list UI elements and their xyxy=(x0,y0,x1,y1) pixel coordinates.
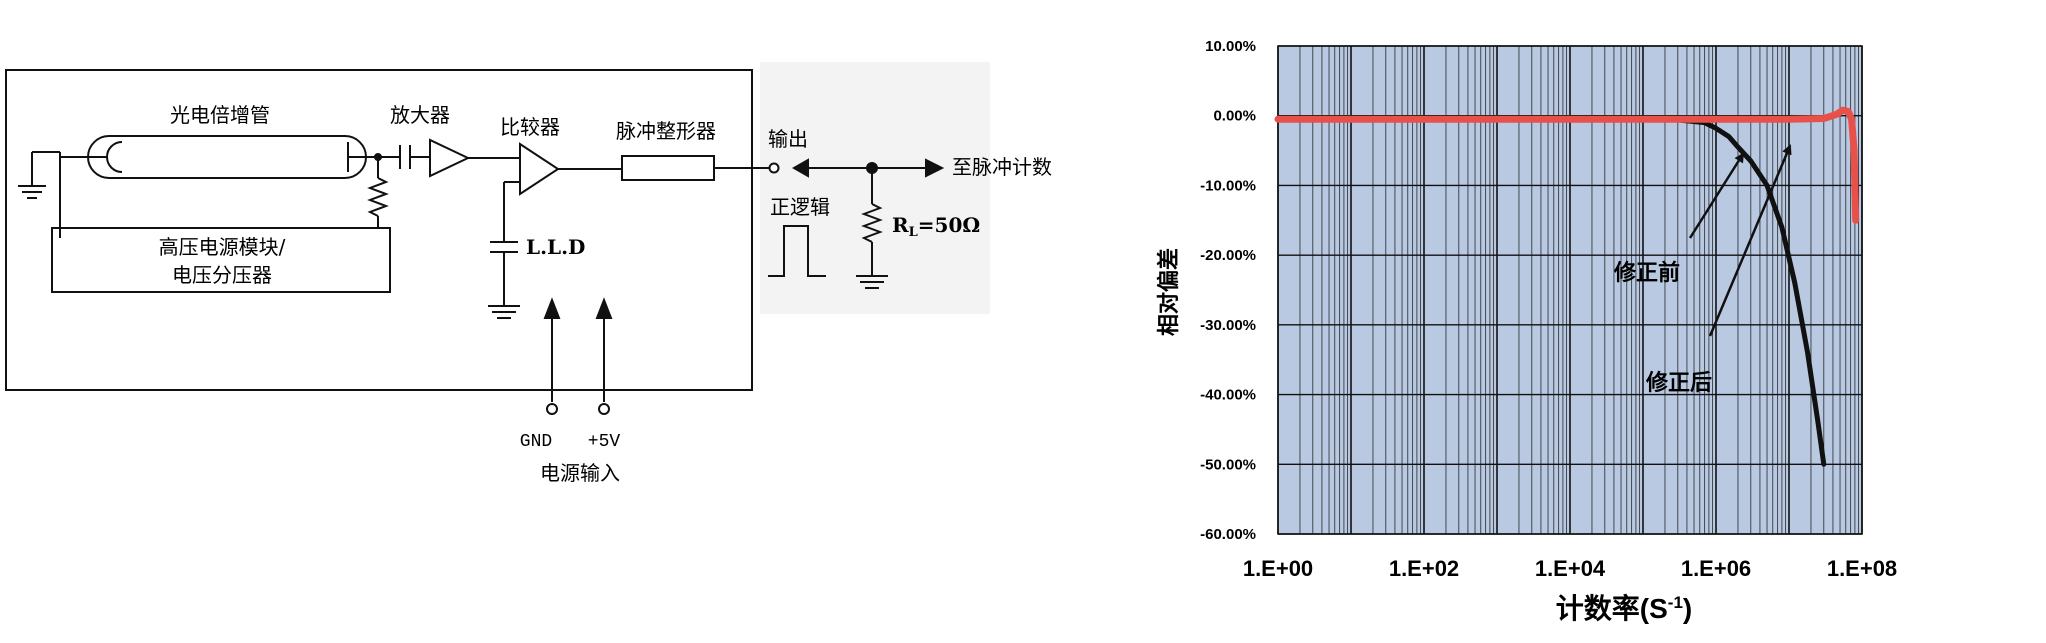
v5-label: +5V xyxy=(588,432,621,452)
gnd-terminal xyxy=(546,403,558,415)
amplifier-symbol xyxy=(429,138,471,178)
v5-terminal xyxy=(598,403,610,415)
amplifier-label: 放大器 xyxy=(390,103,450,127)
positive-logic-pulse xyxy=(768,225,826,277)
x-tick-label: 1.E+06 xyxy=(1681,556,1751,581)
power-input-label: 电源输入 xyxy=(540,461,620,485)
y-tick-label: -40.00% xyxy=(1200,387,1256,404)
x-tick-label: 1.E+00 xyxy=(1243,556,1313,581)
output-arrow xyxy=(791,158,945,178)
tick-labels: 10.00% 0.00% -10.00% -20.00% -30.00% -40.00% -… xyxy=(1200,38,1897,581)
x-tick-label: 1.E+08 xyxy=(1827,556,1897,581)
positive-logic-label: 正逻辑 xyxy=(770,195,830,219)
plot-border xyxy=(1277,45,1863,535)
hv-label-line2: 电压分压器 xyxy=(172,263,272,287)
y-tick-label: -30.00% xyxy=(1200,317,1256,334)
lld-label: L.L.D xyxy=(526,235,585,259)
y-tick-label: 10.00% xyxy=(1205,38,1256,55)
pulse-shaper-box xyxy=(621,155,715,181)
to-counter-label: 至脉冲计数 xyxy=(952,155,1052,179)
circuit-diagram: 光电倍增管 高压电源模块/ 电压分压器 放大器 比较器 xyxy=(5,62,1052,485)
y-tick-label: -60.00% xyxy=(1200,526,1256,543)
power-input-arrows xyxy=(543,297,613,402)
anode-wiring xyxy=(348,153,400,228)
x-tick-label: 1.E+02 xyxy=(1389,556,1459,581)
pmt-tube xyxy=(60,135,367,179)
y-tick-label: 0.00% xyxy=(1213,108,1256,125)
y-tick-label: -50.00% xyxy=(1200,456,1256,473)
x-axis-label: 计数率(S-1) xyxy=(1556,592,1692,624)
pulse-shaper-label: 脉冲整形器 xyxy=(616,119,716,143)
x-tick-label: 1.E+04 xyxy=(1535,556,1606,581)
y-axis-label: 相对偏差 xyxy=(1156,248,1182,336)
module-box xyxy=(5,69,753,391)
coupling-capacitor xyxy=(399,145,430,169)
comparator-label: 比较器 xyxy=(500,115,560,139)
load-resistor-label: RL=50Ω xyxy=(892,213,980,240)
comparator-symbol xyxy=(519,142,560,196)
load-resistor xyxy=(856,168,888,289)
deviation-chart: 10.00% 0.00% -10.00% -20.00% -30.00% -40.00% -… xyxy=(1156,38,1897,624)
annotation-before-correction: 修正前 xyxy=(1613,260,1680,286)
annotation-after-correction: 修正后 xyxy=(1645,370,1712,396)
y-tick-label: -20.00% xyxy=(1200,247,1256,264)
output-label: 输出 xyxy=(768,127,808,151)
gnd-label: GND xyxy=(520,432,552,452)
left-ground-symbol xyxy=(18,151,61,238)
hv-label-line1: 高压电源模块/ xyxy=(159,235,286,259)
series-line-after-correction xyxy=(1274,106,1860,224)
y-tick-label: -10.00% xyxy=(1200,177,1256,194)
series-lines xyxy=(1274,106,1860,467)
annotation-arrows xyxy=(1688,144,1792,337)
lld-branch xyxy=(488,181,520,319)
hv-module-box xyxy=(51,227,391,293)
pmt-label: 光电倍增管 xyxy=(170,103,270,127)
output-terminal xyxy=(768,162,780,174)
background-patch xyxy=(760,62,990,314)
